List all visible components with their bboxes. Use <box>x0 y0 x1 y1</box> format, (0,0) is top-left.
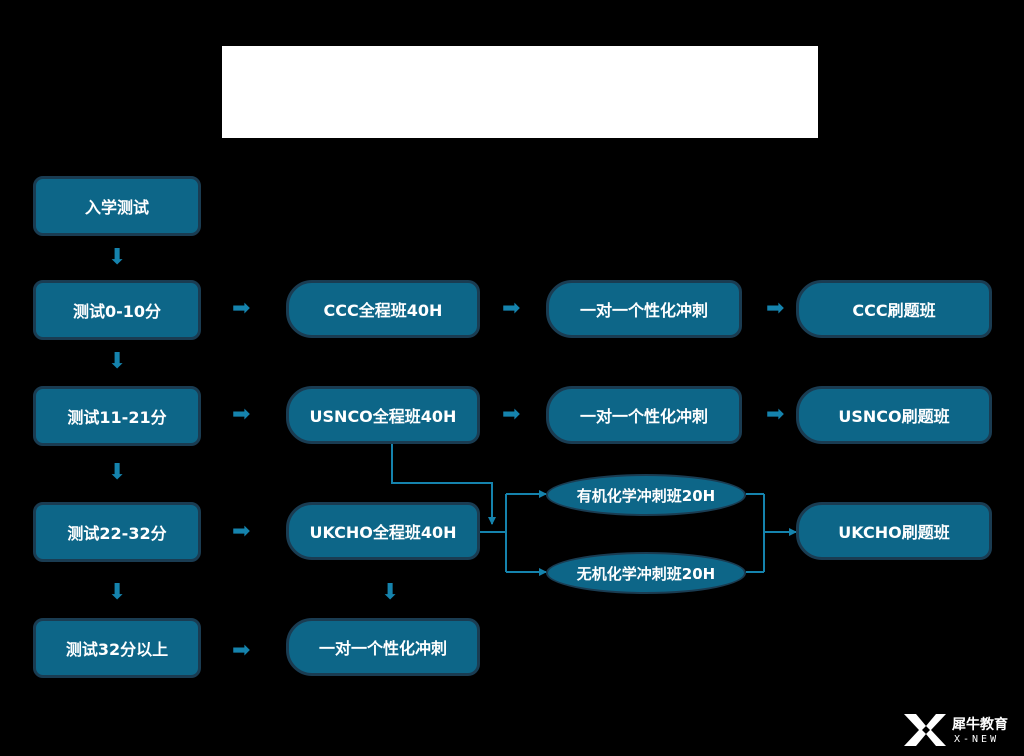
ccc-sprint-label: 一对一个性化冲刺 <box>579 301 708 320</box>
level-score-22-32-label: 测试22-32分 <box>67 524 167 543</box>
x-new-logo-icon <box>904 714 946 746</box>
arrow-right-icon: ➡ <box>766 402 785 427</box>
level-score-0-10: 测试0-10分 <box>33 280 201 340</box>
arrow-right-icon: ➡ <box>232 519 251 544</box>
ukcho-organic-sprint: 有机化学冲刺班20H <box>546 474 746 516</box>
usnco-full-course: USNCO全程班40H <box>286 386 480 444</box>
usnco-drill: USNCO刷题班 <box>796 386 992 444</box>
ukcho-full-course-label: UKCHO全程班40H <box>309 523 457 542</box>
logo-chinese-name: 犀牛教育 <box>952 717 1008 733</box>
arrow-right-icon: ➡ <box>502 402 521 427</box>
level-entrance-test: 入学测试 <box>33 176 201 236</box>
logo-english-name: X-NEW <box>954 734 1000 745</box>
usnco-sprint-label: 一对一个性化冲刺 <box>579 407 708 426</box>
ccc-full-course-label: CCC全程班40H <box>323 301 443 320</box>
connector-usnco-to-branch <box>391 440 496 525</box>
level-score-11-21: 测试11-21分 <box>33 386 201 446</box>
level-score-0-10-label: 测试0-10分 <box>72 302 162 321</box>
ukcho-drill: UKCHO刷题班 <box>796 502 992 560</box>
usnco-sprint: 一对一个性化冲刺 <box>546 386 742 444</box>
arrow-down-icon: ⬇ <box>108 580 127 605</box>
level-score-11-21-label: 测试11-21分 <box>67 408 167 427</box>
ukcho-full-course: UKCHO全程班40H <box>286 502 480 560</box>
arrow-right-icon: ➡ <box>232 296 251 321</box>
arrow-down-icon: ⬇ <box>108 349 127 374</box>
arrow-right-icon: ➡ <box>232 402 251 427</box>
ukcho-drill-label: UKCHO刷题班 <box>838 523 950 542</box>
ccc-drill-label: CCC刷题班 <box>852 301 936 320</box>
ccc-full-course: CCC全程班40H <box>286 280 480 338</box>
arrow-right-icon: ➡ <box>232 638 251 663</box>
ccc-sprint: 一对一个性化冲刺 <box>546 280 742 338</box>
top-sprint: 一对一个性化冲刺 <box>286 618 480 676</box>
x-new-logo: 犀牛教育 X-NEW <box>902 712 1020 752</box>
ukcho-inorganic-sprint-label: 无机化学冲刺班20H <box>576 564 716 583</box>
arrow-right-icon: ➡ <box>766 296 785 321</box>
level-score-22-32: 测试22-32分 <box>33 502 201 562</box>
title-banner <box>222 46 818 138</box>
arrow-down-icon: ⬇ <box>381 580 400 605</box>
arrow-down-icon: ⬇ <box>108 460 127 485</box>
arrow-down-icon: ⬇ <box>108 245 127 270</box>
ukcho-inorganic-sprint: 无机化学冲刺班20H <box>546 552 746 594</box>
arrow-right-icon: ➡ <box>502 296 521 321</box>
level-score-32-plus-label: 测试32分以上 <box>65 640 169 659</box>
ccc-drill: CCC刷题班 <box>796 280 992 338</box>
level-score-32-plus: 测试32分以上 <box>33 618 201 678</box>
ukcho-organic-sprint-label: 有机化学冲刺班20H <box>576 486 716 505</box>
level-entrance-test-label: 入学测试 <box>84 198 149 217</box>
usnco-full-course-label: USNCO全程班40H <box>309 407 457 426</box>
top-sprint-label: 一对一个性化冲刺 <box>318 639 447 658</box>
usnco-drill-label: USNCO刷题班 <box>838 407 950 426</box>
